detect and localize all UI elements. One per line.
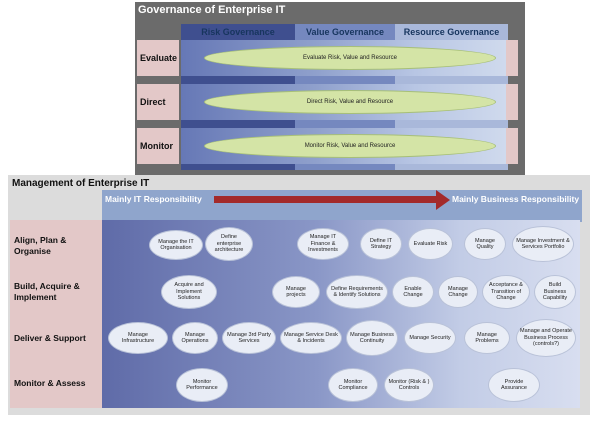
process-bubble: Define Requirements & Identify Solutions (326, 275, 388, 309)
process-bubble: Define IT Strategy (360, 228, 402, 260)
process-bubble: Manage Quality (464, 228, 506, 260)
process-bubble: Manage Security (404, 322, 456, 354)
col-value-governance: Value Governance (305, 27, 385, 37)
monitor-activity: Monitor Risk, Value and Resource (204, 134, 496, 158)
process-bubble: Manage 3rd Party Services (222, 322, 276, 354)
governance-title: Governance of Enterprise IT (138, 4, 286, 16)
col-resource-governance: Resource Governance (403, 27, 500, 37)
responsibility-corner (10, 190, 102, 222)
management-title: Management of Enterprise IT (12, 178, 150, 189)
process-bubble: Manage projects (272, 276, 320, 308)
process-bubble: Manage Service Desk & Incidents (280, 322, 342, 354)
process-bubble: Manage IT Finance & Investments (297, 228, 349, 260)
process-bubble: Provide Assurance (488, 368, 540, 402)
process-bubble: Define enterprise architecture (205, 227, 253, 261)
gov-row-evaluate-label: Evaluate (137, 40, 179, 76)
process-bubble: Enable Change (392, 276, 434, 308)
responsibility-band (102, 190, 582, 222)
process-bubble: Manage Business Continuity (346, 320, 398, 356)
row-label-monitor-assess: Monitor & Assess (10, 358, 102, 408)
process-bubble: Manage the IT Organisation (149, 230, 203, 260)
gov-row-direct-cap (506, 84, 518, 120)
gov-row-direct-label: Direct (137, 84, 179, 120)
process-bubble: Manage and Operate Business Process (con… (516, 319, 576, 357)
process-bubble: Acquire and Implement Solutions (161, 275, 217, 309)
business-responsibility-label: Mainly Business Responsibility (452, 194, 580, 204)
process-bubble: Monitor Compliance (328, 368, 378, 402)
col-risk-governance: Risk Governance (201, 27, 275, 37)
evaluate-activity: Evaluate Risk, Value and Resource (204, 46, 496, 70)
it-responsibility-label: Mainly IT Responsibility (105, 194, 202, 204)
process-bubble: Monitor (Risk & ) Controls (384, 368, 434, 402)
gov-row-evaluate-cap (506, 40, 518, 76)
row-label-deliver-support: Deliver & Support (10, 312, 102, 364)
process-bubble: Acceptance & Transition of Change (482, 275, 530, 309)
row-label-build-acquire-implement: Build, Acquire & Implement (10, 266, 102, 318)
process-bubble: Manage Investment & Services Portfolio (512, 226, 574, 262)
responsibility-arrow-shaft (214, 196, 437, 203)
gov-row-monitor-label: Monitor (137, 128, 179, 164)
process-bubble: Monitor Performance (176, 368, 228, 402)
gov-row-monitor-cap (506, 128, 518, 164)
process-bubble: Manage Operations (172, 322, 218, 354)
process-bubble: Evaluate Risk (408, 228, 453, 260)
process-bubble: Manage Infrastructure (108, 322, 168, 354)
process-bubble: Build Business Capability (534, 275, 576, 309)
process-bubble: Manage Change (438, 276, 478, 308)
responsibility-arrow-icon (436, 190, 450, 210)
direct-activity: Direct Risk, Value and Resource (204, 90, 496, 114)
process-bubble: Manage Problems (464, 322, 510, 354)
row-label-align-plan-organise: Align, Plan & Organise (10, 220, 102, 272)
